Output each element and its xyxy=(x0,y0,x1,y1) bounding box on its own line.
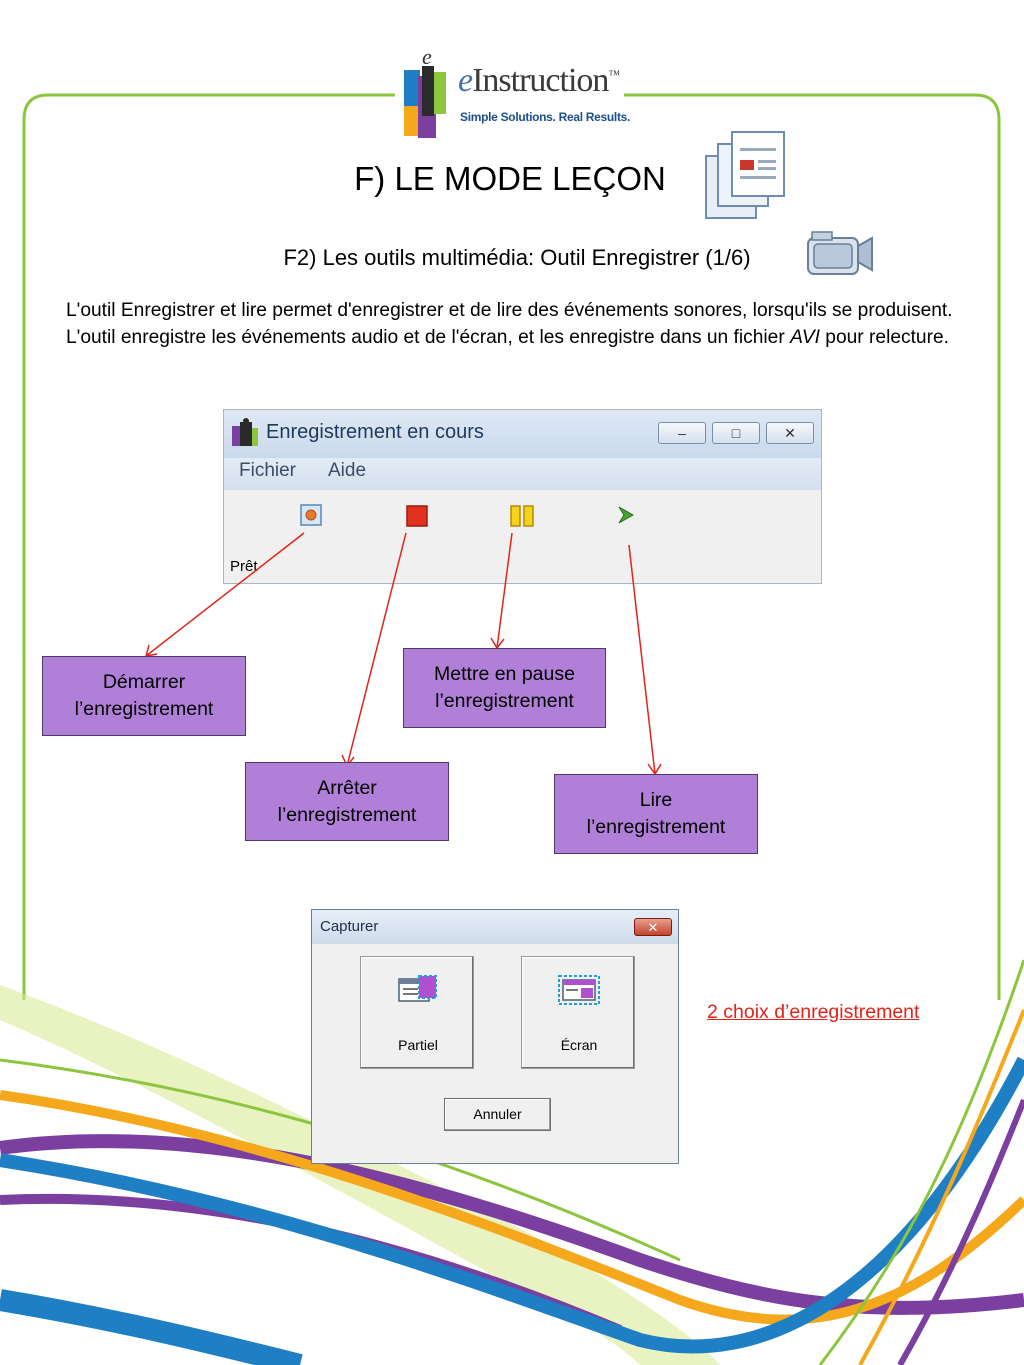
logo-mark-icon: e xyxy=(404,46,446,138)
minimize-button[interactable]: – xyxy=(658,422,706,444)
recording-window-title: Enregistrement en cours xyxy=(266,421,484,443)
einstruction-logo: e xyxy=(402,42,624,142)
lesson-mode-icon xyxy=(705,131,785,219)
recording-window: Enregistrement en cours – □ ✕ Fichier Ai… xyxy=(223,409,822,584)
slide-subtitle: F2) Les outils multimédia: Outil Enregis… xyxy=(283,245,751,270)
description-paragraph: L'outil Enregistrer et lire permet d'enr… xyxy=(66,300,953,348)
pause-icon[interactable] xyxy=(510,505,534,527)
menu-bar xyxy=(224,458,821,490)
full-screen-icon xyxy=(558,975,600,1005)
cancel-button[interactable]: Annuler xyxy=(444,1098,551,1131)
partial-window-icon xyxy=(398,975,437,1002)
capture-dialog-titlebar xyxy=(312,910,678,944)
maximize-button[interactable]: □ xyxy=(712,422,760,444)
menu-aide[interactable]: Aide xyxy=(328,460,367,481)
stop-icon[interactable] xyxy=(406,505,428,527)
logo-wordmark: eInstruction™ xyxy=(458,62,620,99)
status-text: Prêt xyxy=(230,558,258,575)
video-camera-icon xyxy=(807,231,873,275)
recording-choices-note: 2 choix d’enregistrement xyxy=(707,1001,920,1023)
record-icon[interactable] xyxy=(300,504,322,526)
capture-dialog-title: Capturer xyxy=(320,918,379,935)
partial-label: Partiel xyxy=(398,1037,438,1053)
close-button[interactable]: ✕ xyxy=(766,422,814,444)
partial-capture-button[interactable]: Partiel xyxy=(360,956,474,1069)
capture-close-button[interactable]: ✕ xyxy=(634,918,672,936)
play-icon[interactable] xyxy=(615,505,635,525)
slide-title: F) LE MODE LEÇON xyxy=(354,160,666,197)
svg-text:e: e xyxy=(422,46,432,69)
app-icon xyxy=(232,418,258,446)
screen-capture-button[interactable]: Écran xyxy=(521,956,635,1069)
screen-label: Écran xyxy=(560,1037,598,1053)
menu-fichier[interactable]: Fichier xyxy=(239,460,297,481)
logo-tagline: Simple Solutions. Real Results. xyxy=(460,110,631,124)
